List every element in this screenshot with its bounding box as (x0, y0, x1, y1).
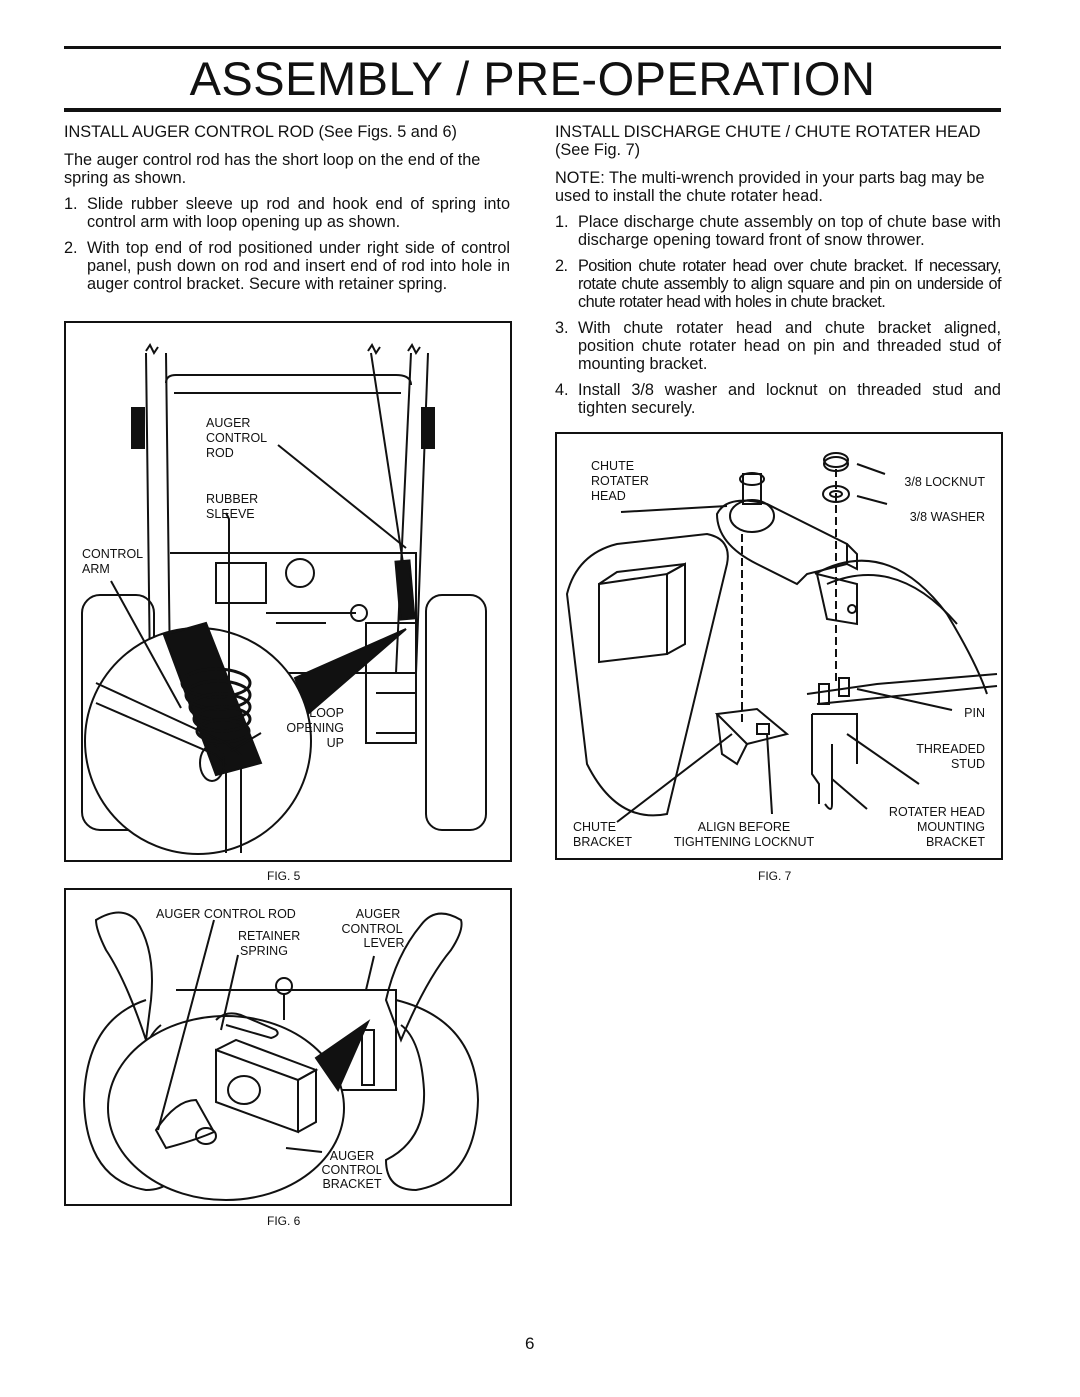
step-text: Slide rubber sleeve up rod and hook end … (87, 195, 510, 231)
fig7-label-mounting-1: ROTATER HEAD (889, 805, 985, 819)
step-number: 3. (555, 319, 569, 337)
fig7-label-rotater-head-3: HEAD (591, 489, 626, 503)
figure-6-caption: FIG. 6 (267, 1214, 301, 1228)
fig7-label-align-1: ALIGN BEFORE (698, 820, 790, 834)
fig5-label-control-arm-1: CONTROL (82, 547, 143, 561)
figure-5-caption: FIG. 5 (267, 869, 301, 883)
fig6-label-bracket-1: AUGER (330, 1149, 374, 1163)
figure-7: CHUTE ROTATER HEAD 3/8 LOCKNUT 3/8 WASHE… (555, 432, 1003, 860)
fig7-label-washer: 3/8 WASHER (910, 510, 985, 524)
fig7-label-rotater-head-1: CHUTE (591, 459, 634, 473)
step-text: Position chute rotater head over chute b… (578, 257, 1002, 311)
fig6-label-retainer-2: SPRING (240, 944, 288, 958)
fig6-label-bracket-3: BRACKET (322, 1177, 381, 1191)
list-item: 2. Position chute rotater head over chute… (555, 257, 1002, 311)
left-column: INSTALL AUGER CONTROL ROD (See Figs. 5 a… (64, 123, 510, 301)
step-text: With chute rotater head and chute bracke… (578, 319, 1001, 373)
step-number: 1. (64, 195, 78, 213)
figure-5: AUGER CONTROL ROD RUBBER SLEEVE CONTROL … (64, 321, 512, 862)
title-top-rule (64, 46, 1001, 49)
title-bottom-rule (64, 108, 1001, 112)
list-item: 2. With top end of rod positioned under r… (64, 239, 510, 293)
fig7-label-align-2: TIGHTENING LOCKNUT (674, 835, 815, 849)
fig5-label-rubber-sleeve-2: SLEEVE (206, 507, 255, 521)
fig7-label-mounting-3: BRACKET (926, 835, 985, 849)
fig5-label-auger-control-rod-3: ROD (206, 446, 234, 460)
fig7-label-locknut: 3/8 LOCKNUT (904, 475, 985, 489)
chute-steps: 1. Place discharge chute assembly on top … (555, 213, 1002, 417)
fig5-label-rubber-sleeve-1: RUBBER (206, 492, 258, 506)
page-number: 6 (525, 1334, 535, 1353)
fig6-label-lever-3: LEVER (364, 936, 405, 950)
list-item: 4. Install 3/8 washer and locknut on thre… (555, 381, 1001, 417)
auger-rod-steps: 1. Slide rubber sleeve up rod and hook en… (64, 195, 510, 293)
auger-rod-intro: The auger control rod has the short loop… (64, 151, 481, 187)
figure-6: AUGER CONTROL ROD RETAINER SPRING AUGER … (64, 888, 512, 1206)
fig6-label-retainer-1: RETAINER (238, 929, 300, 943)
chute-heading: INSTALL DISCHARGE CHUTE / CHUTE ROTATER … (555, 123, 981, 159)
fig5-label-auger-control-rod-2: CONTROL (206, 431, 267, 445)
fig5-label-loop-3: UP (327, 736, 344, 750)
figure-6-illustration: AUGER CONTROL ROD RETAINER SPRING AUGER … (82, 907, 480, 1201)
auger-rod-heading: INSTALL AUGER CONTROL ROD (See Figs. 5 a… (64, 123, 457, 141)
list-item: 1. Place discharge chute assembly on top … (555, 213, 1001, 249)
fig5-label-loop-1: LOOP (309, 706, 344, 720)
page-title: ASSEMBLY / PRE-OPERATION (189, 52, 876, 105)
fig5-label-loop-2: OPENING (286, 721, 344, 735)
figure-7-illustration: CHUTE ROTATER HEAD 3/8 LOCKNUT 3/8 WASHE… (565, 452, 998, 849)
fig6-label-lever-2: CONTROL (341, 922, 402, 936)
fig7-label-rotater-head-2: ROTATER (591, 474, 649, 488)
fig7-label-threaded-stud-1: THREADED (916, 742, 985, 756)
fig7-label-pin: PIN (964, 706, 985, 720)
fig7-label-mounting-2: MOUNTING (917, 820, 985, 834)
list-item: 1. Slide rubber sleeve up rod and hook en… (64, 195, 510, 231)
step-number: 1. (555, 213, 569, 231)
step-text: With top end of rod positioned under rig… (87, 239, 510, 293)
step-text: Install 3/8 washer and locknut on thread… (578, 381, 1001, 417)
step-text: Place discharge chute assembly on top of… (578, 213, 1001, 249)
step-number: 2. (64, 239, 78, 257)
chute-note: NOTE: The multi-wrench provided in your … (555, 169, 985, 205)
right-column: INSTALL DISCHARGE CHUTE / CHUTE ROTATER … (555, 123, 1002, 425)
fig6-label-bracket-2: CONTROL (321, 1163, 382, 1177)
step-number: 2. (555, 257, 568, 275)
fig5-label-control-arm-2: ARM (82, 562, 110, 576)
fig7-label-chute-bracket-2: BRACKET (573, 835, 632, 849)
fig6-label-auger-control-rod: AUGER CONTROL ROD (156, 907, 296, 921)
fig7-label-threaded-stud-2: STUD (951, 757, 985, 771)
fig7-label-chute-bracket-1: CHUTE (573, 820, 616, 834)
figure-7-caption: FIG. 7 (758, 869, 792, 883)
list-item: 3. With chute rotater head and chute brac… (555, 319, 1001, 373)
figure-5-illustration: AUGER CONTROL ROD RUBBER SLEEVE CONTROL … (81, 343, 487, 855)
fig6-label-lever-1: AUGER (356, 907, 400, 921)
step-number: 4. (555, 381, 569, 399)
fig5-label-auger-control-rod-1: AUGER (206, 416, 250, 430)
